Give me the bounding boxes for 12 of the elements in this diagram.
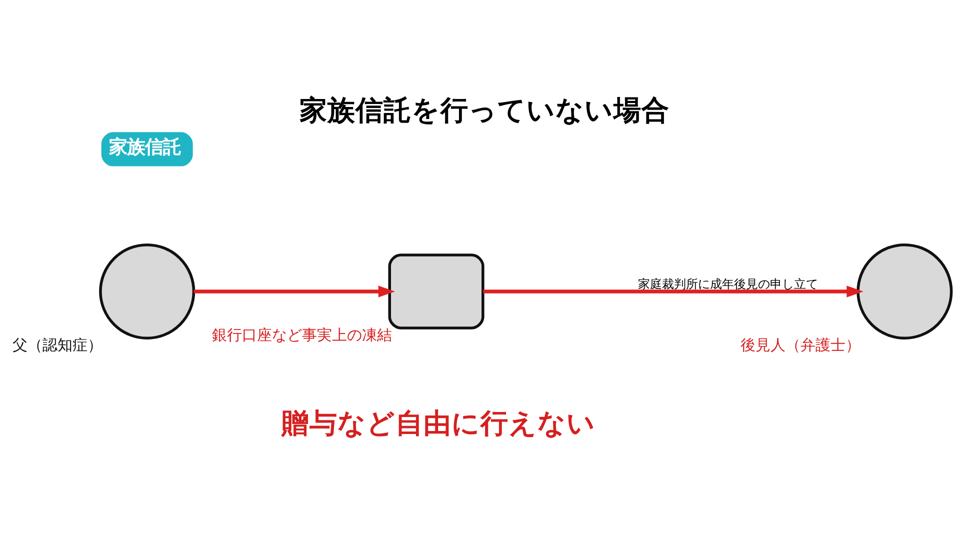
arrow	[483, 286, 864, 298]
edge-label: 家庭裁判所に成年後見の申し立て	[638, 277, 818, 292]
node-label: 父（認知症）	[12, 336, 103, 354]
diagram-title: 家族信託を行っていない場合	[300, 94, 670, 127]
node-label: 後見人（弁護士）	[740, 336, 861, 354]
node-box	[388, 254, 484, 330]
label: 家族信託	[109, 136, 182, 158]
label: 贈与など自由に行えない	[282, 406, 596, 440]
arrow	[194, 286, 396, 298]
node-circle	[99, 243, 196, 340]
node-label: 銀行口座など事実上の凍結	[212, 326, 392, 344]
node-circle	[856, 243, 953, 340]
